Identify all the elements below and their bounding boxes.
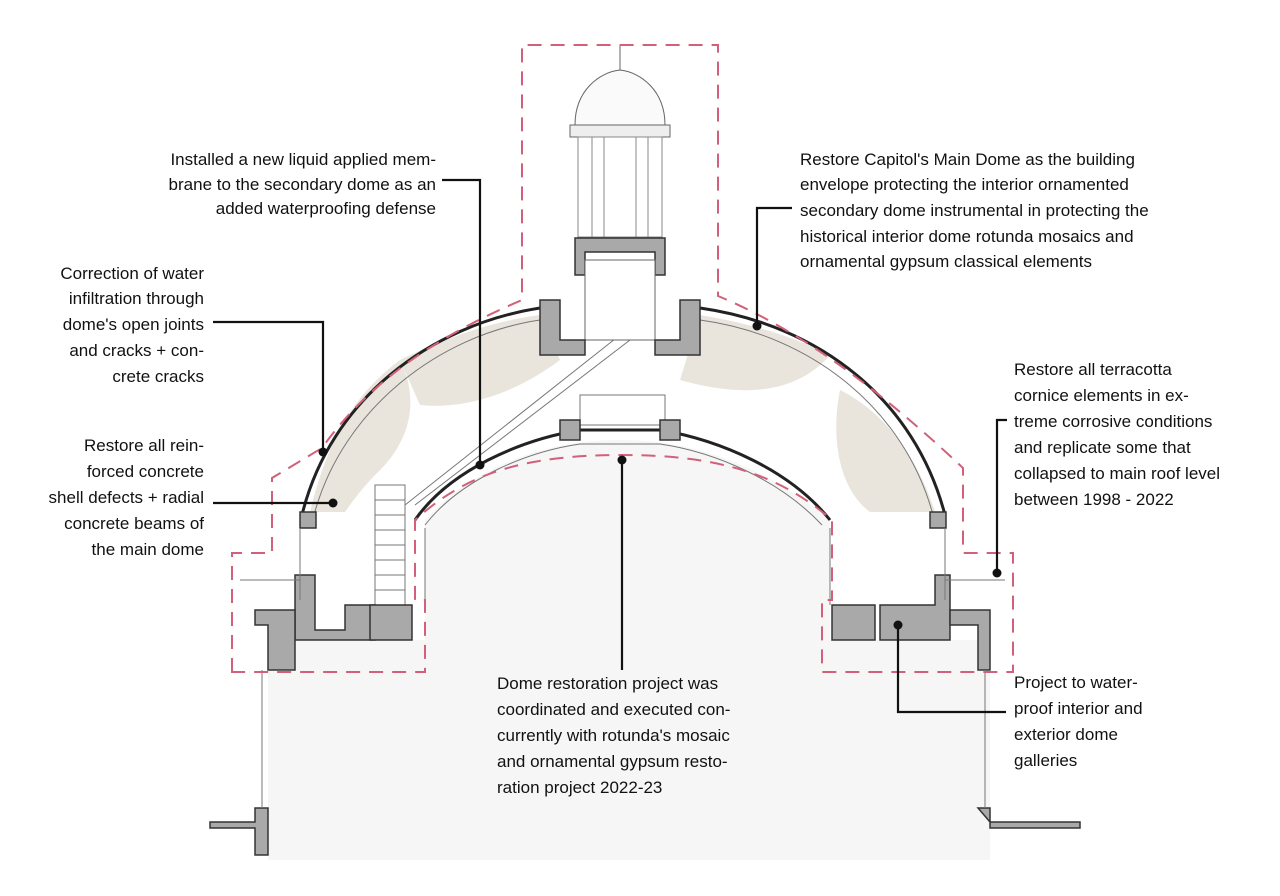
annotation-line: Restore all terracotta xyxy=(1014,360,1172,379)
annotation-line: exterior dome xyxy=(1014,725,1118,744)
annotation-rotunda: Dome restoration project was coordinated… xyxy=(497,674,730,797)
structural-sections xyxy=(209,299,1081,856)
annotation-line: collapsed to main roof level xyxy=(1014,464,1220,483)
annotation-line: infiltration through xyxy=(69,289,204,308)
annotation-line: historical interior dome rotunda mosaics… xyxy=(800,227,1134,246)
annotation-terracotta: Restore all terracotta cornice elements … xyxy=(1014,360,1220,509)
main-dome-inner-line xyxy=(313,319,934,516)
annotation-line: crete cracks xyxy=(112,367,204,386)
annotation-water-infiltration: Correction of water infiltration through… xyxy=(60,264,204,386)
annotation-line: coordinated and executed con- xyxy=(497,700,730,719)
annotation-line: Restore all rein- xyxy=(84,436,204,455)
annotation-line: Restore Capitol's Main Dome as the build… xyxy=(800,150,1135,169)
annotation-line: Dome restoration project was xyxy=(497,674,718,693)
concrete-fill-right xyxy=(836,390,935,512)
annotation-line: the main dome xyxy=(92,540,204,559)
secondary-dome-shell xyxy=(413,428,832,521)
annotation-line: between 1998 - 2022 xyxy=(1014,490,1174,509)
leader-main-dome xyxy=(755,206,792,326)
annotation-line: and ornamental gypsum resto- xyxy=(497,752,728,771)
annotation-line: proof interior and xyxy=(1014,699,1143,718)
annotation-line: Installed a new liquid applied mem- xyxy=(170,150,436,169)
rotunda-interior xyxy=(268,440,990,860)
annotation-line: and replicate some that xyxy=(1014,438,1191,457)
annotation-line: forced concrete xyxy=(87,462,204,481)
drum-walls xyxy=(240,528,1005,808)
lantern xyxy=(569,45,671,341)
secondary-dome-line xyxy=(424,443,823,526)
leader-water xyxy=(213,320,325,452)
annotation-line: shell defects + radial xyxy=(49,488,204,507)
annotation-line: ration project 2022-23 xyxy=(497,778,662,797)
annotation-line: ornamental gypsum classical elements xyxy=(800,252,1092,271)
annotation-membrane: Installed a new liquid applied mem- bran… xyxy=(169,150,436,218)
annotation-line: brane to the secondary dome as an xyxy=(169,175,436,194)
project-boundary xyxy=(231,44,1014,673)
annotation-line: and cracks + con- xyxy=(69,341,204,360)
annotation-line: secondary dome instrumental in protectin… xyxy=(800,201,1149,220)
annotation-line: Project to water- xyxy=(1014,673,1138,692)
annotation-line: Correction of water xyxy=(60,264,204,283)
annotation-line: cornice elements in ex- xyxy=(1014,386,1189,405)
annotation-concrete-shell: Restore all rein- forced concrete shell … xyxy=(49,436,205,559)
annotation-line: added waterproofing defense xyxy=(216,199,436,218)
annotation-galleries: Project to water- proof interior and ext… xyxy=(1014,673,1143,770)
annotation-line: treme corrosive conditions xyxy=(1014,412,1212,431)
annotation-line: concrete beams of xyxy=(64,514,204,533)
concrete-fill-top-right xyxy=(680,315,830,391)
annotation-line: envelope protecting the interior ornamen… xyxy=(800,175,1129,194)
annotation-line: galleries xyxy=(1014,751,1077,770)
annotation-main-dome: Restore Capitol's Main Dome as the build… xyxy=(800,150,1149,271)
leader-membrane xyxy=(442,178,482,465)
concrete-fill-left xyxy=(310,360,411,512)
annotation-line: currently with rotunda's mosaic xyxy=(497,726,730,745)
leader-terracotta xyxy=(995,418,1007,573)
leader-galleries xyxy=(896,625,1006,714)
annotation-line: dome's open joints xyxy=(63,315,204,334)
stair-steps xyxy=(374,484,406,606)
